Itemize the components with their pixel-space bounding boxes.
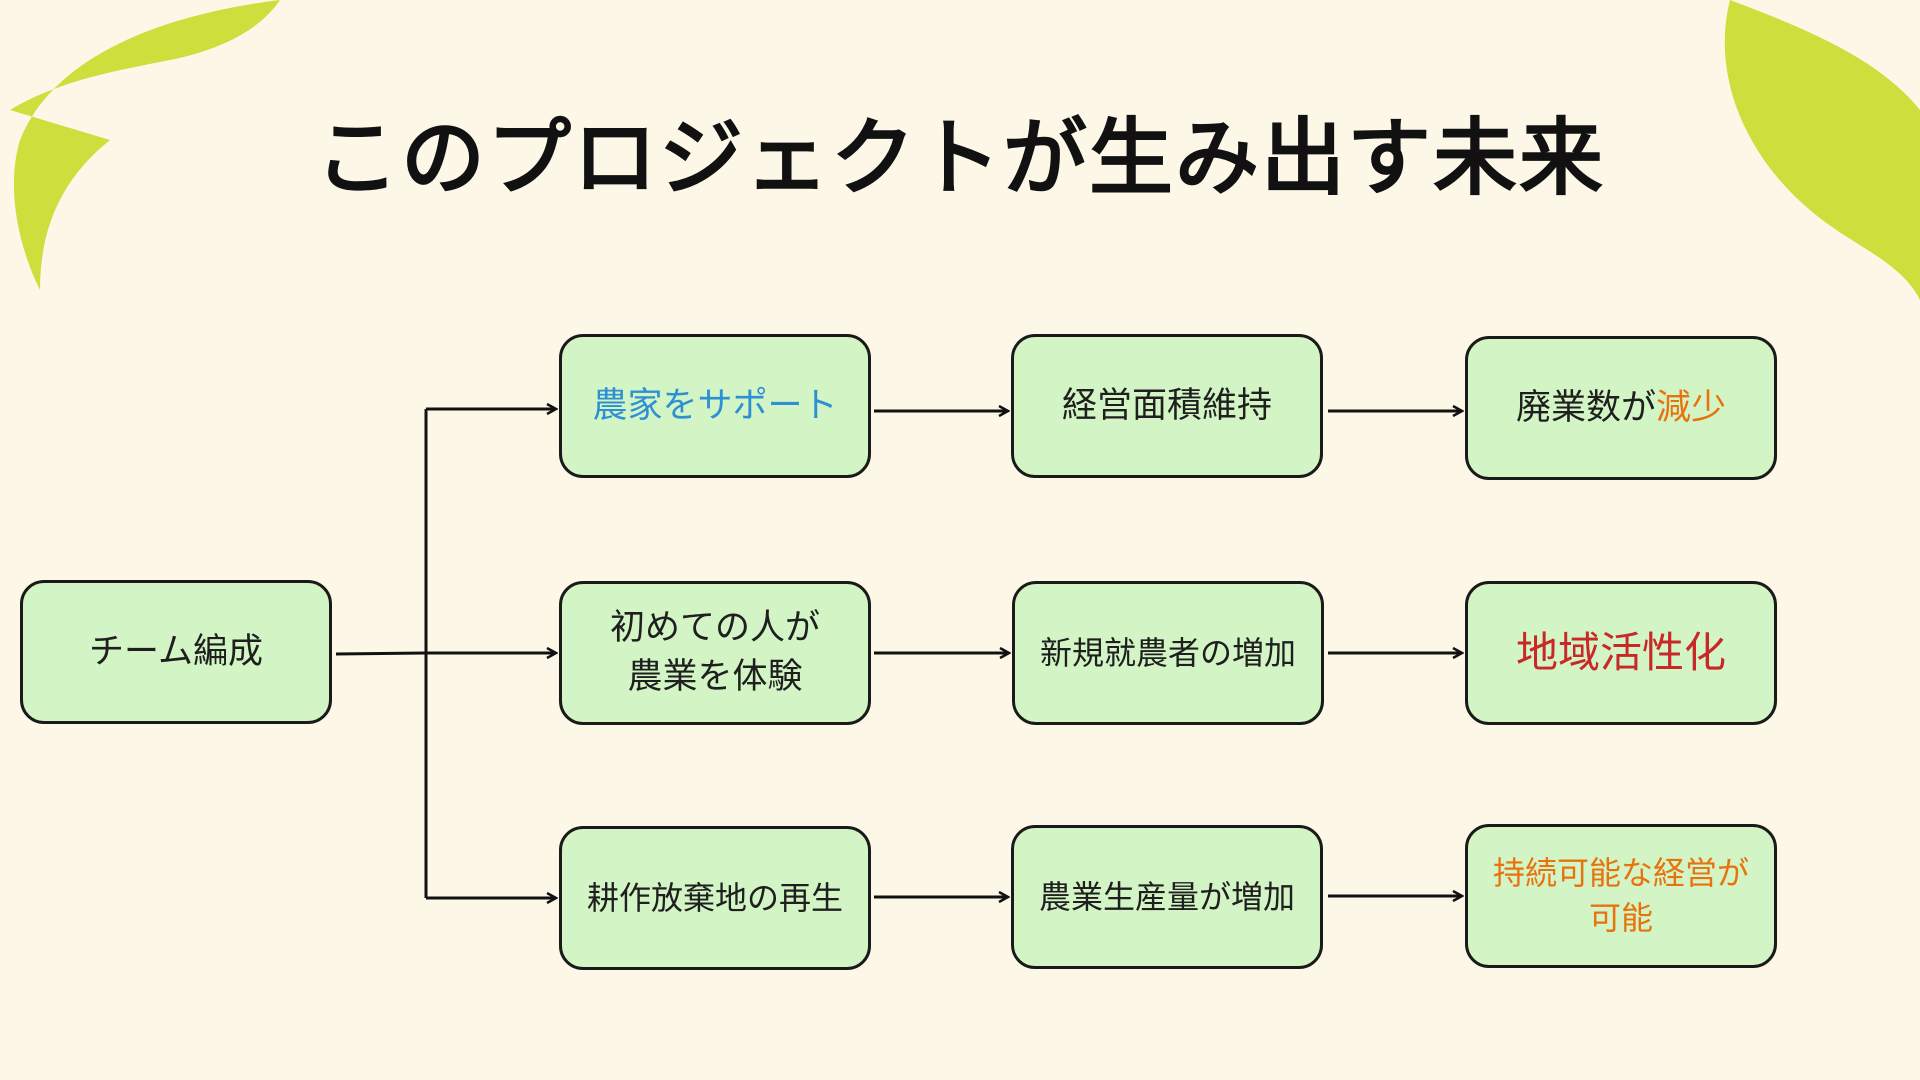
node-support-farmers: 農家をサポート xyxy=(559,334,871,478)
node-new-farmers: 新規就農者の増加 xyxy=(1012,581,1324,725)
node-team-formation: チーム編成 xyxy=(20,580,332,724)
node-support-farmers-label: 農家をサポート xyxy=(592,385,838,426)
node-maintain-area-label: 経営面積維持 xyxy=(1061,385,1272,426)
node-maintain-area: 経営面積維持 xyxy=(1011,334,1323,478)
node-closures-text: 廃業数が減少 xyxy=(1516,384,1726,433)
node-sustainable-line2: 可能 xyxy=(1588,899,1653,937)
node-first-experience: 初めての人が 農業を体験 xyxy=(559,581,871,725)
node-sustainable-line1: 持続可能な経営が xyxy=(1492,854,1749,893)
node-first-experience-line2: 農業を体験 xyxy=(627,657,803,697)
node-regional-revitalization: 地域活性化 xyxy=(1465,581,1777,725)
node-abandoned-land-label: 耕作放棄地の再生 xyxy=(586,878,843,917)
node-first-experience-text: 初めての人が 農業を体験 xyxy=(610,604,820,702)
node-team-formation-label: チーム編成 xyxy=(89,631,263,672)
node-closures-decrease: 廃業数が減少 xyxy=(1465,336,1777,480)
node-first-experience-line1: 初めての人が xyxy=(609,608,820,648)
page-title: このプロジェクトが生み出す未来 xyxy=(314,109,1605,207)
connector-team-trunk xyxy=(335,651,427,656)
node-abandoned-land: 耕作放棄地の再生 xyxy=(559,826,871,970)
node-regional-revitalization-label: 地域活性化 xyxy=(1515,627,1726,677)
node-closures-prefix: 廃業数が xyxy=(1515,387,1656,428)
node-production-increase-label: 農業生産量が増加 xyxy=(1038,877,1295,916)
leaf-decoration-top-right xyxy=(1724,0,1920,300)
leaf-decoration-top-left xyxy=(10,0,280,290)
node-sustainable-text: 持続可能な経営が 可能 xyxy=(1493,851,1749,941)
node-production-increase: 農業生産量が増加 xyxy=(1011,825,1323,969)
node-new-farmers-label: 新規就農者の増加 xyxy=(1039,633,1296,672)
node-closures-highlight: 減少 xyxy=(1656,387,1727,428)
node-sustainable-management: 持続可能な経営が 可能 xyxy=(1465,824,1777,968)
